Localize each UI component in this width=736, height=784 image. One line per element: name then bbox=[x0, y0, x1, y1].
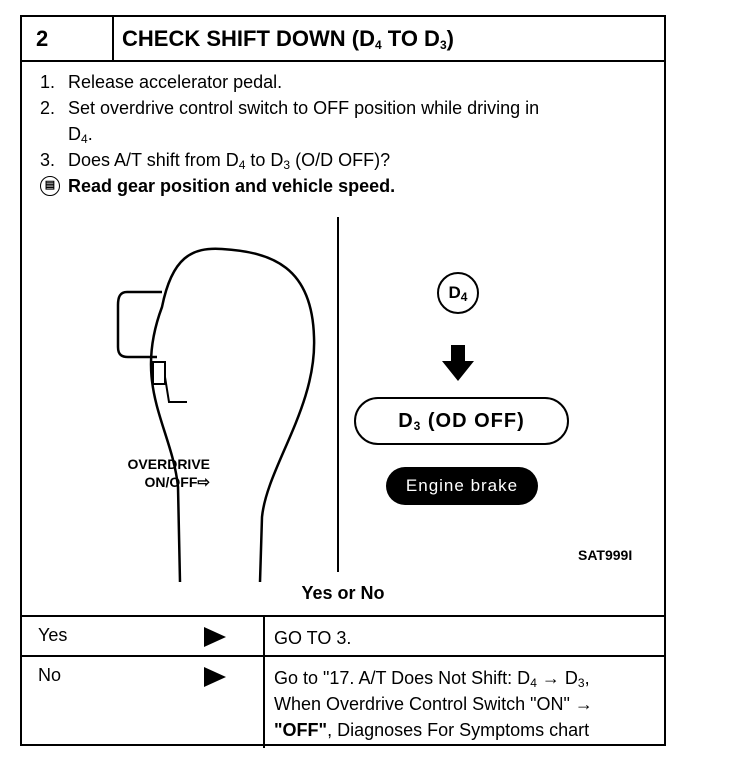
d4-gear-indicator: D4 bbox=[437, 272, 479, 314]
d3-od-off-indicator: D3 (OD OFF) bbox=[354, 397, 569, 445]
overdrive-switch-label: OVERDRIVE ON/OFF⇨ bbox=[127, 456, 210, 491]
data-monitor-icon: ▤ bbox=[40, 176, 60, 196]
procedure-header: 2 CHECK SHIFT DOWN (D4 TO D3) bbox=[22, 17, 664, 62]
diagnostic-procedure-card: 2 CHECK SHIFT DOWN (D4 TO D3) 1.Release … bbox=[20, 15, 666, 748]
decision-question: Yes or No bbox=[301, 583, 385, 603]
shift-diagram: OVERDRIVE ON/OFF⇨ D4 D3 (OD OFF) Engine … bbox=[22, 217, 664, 582]
instruction-step: 3.Does A/T shift from D4 to D3 (O/D OFF)… bbox=[40, 150, 391, 172]
figure-id: SAT999I bbox=[578, 547, 633, 563]
decision-label: Yes bbox=[38, 625, 68, 645]
decision-result: GO TO 3. bbox=[274, 628, 352, 648]
triangle-right-icon bbox=[204, 667, 226, 687]
figure-divider bbox=[337, 217, 339, 572]
read-data-note: ▤Read gear position and vehicle speed. bbox=[40, 173, 660, 199]
decision-row-yes: Yes GO TO 3. bbox=[22, 615, 664, 655]
instruction-step: 1.Release accelerator pedal. bbox=[40, 72, 283, 92]
triangle-right-icon bbox=[204, 627, 226, 647]
step-number: 2 bbox=[22, 17, 114, 60]
pointer-arrow-icon: ⇨ bbox=[197, 474, 210, 491]
decision-row-no: No Go to "17. A/T Does Not Shift: D4 → D… bbox=[22, 655, 664, 748]
procedure-title: CHECK SHIFT DOWN (D4 TO D3) bbox=[122, 26, 454, 52]
engine-brake-badge: Engine brake bbox=[386, 467, 538, 505]
shift-lever-illustration bbox=[116, 247, 316, 582]
instruction-list: 1.Release accelerator pedal. 2.Set overd… bbox=[40, 69, 660, 199]
down-arrow-icon bbox=[442, 345, 474, 381]
instruction-step: 2.Set overdrive control switch to OFF po… bbox=[40, 98, 540, 146]
decision-label: No bbox=[38, 665, 62, 685]
decision-result: Go to "17. A/T Does Not Shift: D4 → D3, … bbox=[274, 668, 593, 740]
